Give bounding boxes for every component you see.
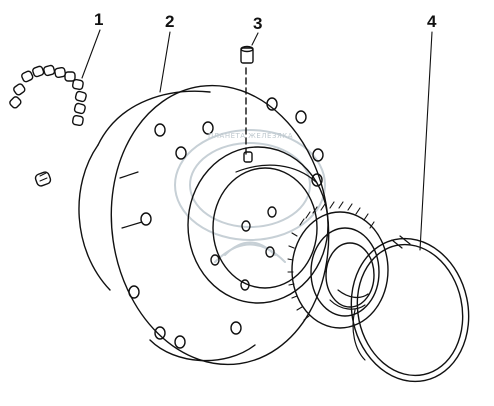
watermark-logo	[174, 129, 326, 263]
part-2-hub	[78, 84, 389, 366]
part-1-set-screws	[9, 64, 87, 187]
part-3-plug	[240, 45, 254, 159]
callout-2: 2	[165, 12, 175, 31]
callout-4: 4	[427, 12, 437, 31]
callout-3: 3	[253, 14, 263, 33]
part-4-snap-ring	[350, 235, 470, 383]
callout-leader-lines	[81, 29, 433, 251]
callout-1: 1	[94, 10, 104, 29]
watermark-text: ПЛАНЕТА ЖЕЛЕЗЯКА	[208, 132, 294, 140]
